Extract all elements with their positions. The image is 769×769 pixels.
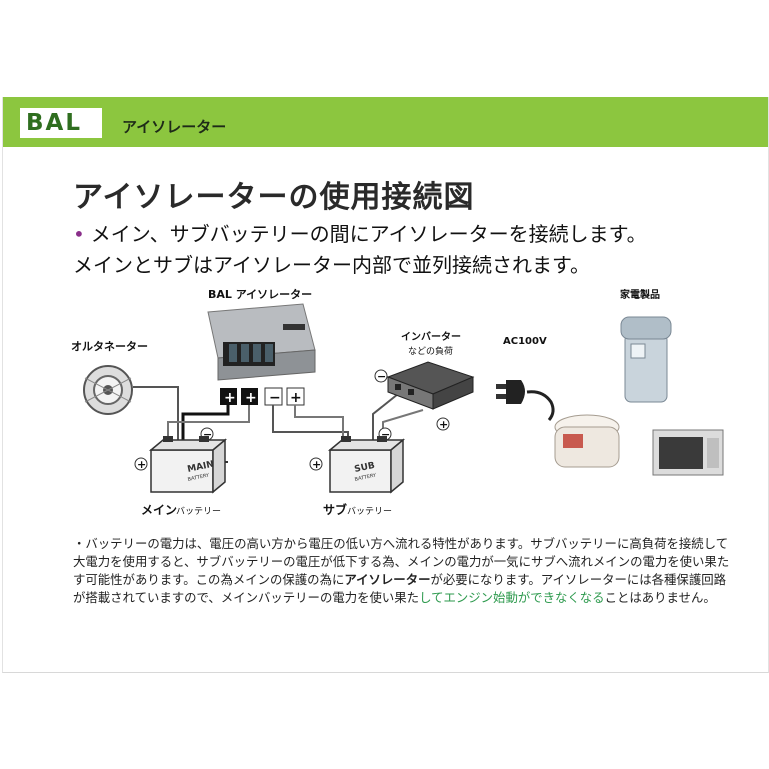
thermo-pot-image <box>620 316 672 403</box>
inverter-plus-marker: + <box>439 418 448 431</box>
main-plus-marker: + <box>137 458 146 471</box>
sub-battery-print-2: BATTERY <box>354 472 378 483</box>
alternator-label: オルタネーター <box>71 340 148 353</box>
appliances-label: 家電製品 <box>620 288 660 301</box>
bullet-text-1: メイン、サブバッテリーの間にアイソレーターを接続します。 <box>90 222 647 246</box>
inverter-minus-marker: − <box>377 370 386 383</box>
bullet-line-1: •メイン、サブバッテリーの間にアイソレーターを接続します。 <box>73 218 647 247</box>
header-title: アイソレーター <box>122 118 227 136</box>
sub-battery-suffix: バッテリー <box>347 506 392 517</box>
inverter-label-1: インバーター <box>401 331 461 343</box>
sub-battery: SUB BATTERY <box>327 436 406 494</box>
paragraph-part-1: ・バッテリーの電力は、電圧の高い方から電圧の低い方へ流れる特性があります。サブバ… <box>73 536 730 587</box>
bullet-line-2: メインとサブはアイソレーター内部で並列接続されます。 <box>73 253 590 277</box>
inverter-label-2: などの負荷 <box>408 345 453 357</box>
terminal-plus-2: + <box>245 390 257 406</box>
paragraph-bold: アイソレーター <box>344 572 431 587</box>
sub-minus-marker: − <box>381 428 390 441</box>
connection-diagram: BAL アイソレーター オルタネーター インバーター などの負荷 AC100V … <box>71 288 724 517</box>
ac-plug-icon <box>496 380 555 421</box>
terminal-minus: − <box>269 390 281 406</box>
isolator-device <box>207 303 316 381</box>
paragraph-green: してエンジン始動ができなくなる <box>419 590 605 605</box>
isolator-label: BAL アイソレーター <box>208 288 312 301</box>
paragraph-part-2: が必要になります。アイソレーターには各種保護回路が搭載されていますので、メインバ… <box>73 572 726 605</box>
main-battery-title: メイン <box>141 503 177 517</box>
inverter-device <box>386 361 475 410</box>
slide: BAL アイソレーター アイソレーターの使用接続図 •メイン、サブバッテリーの間… <box>2 97 769 673</box>
main-minus-marker: − <box>203 428 212 441</box>
microwave-image <box>652 429 724 476</box>
sub-battery-title: サブ <box>323 502 347 517</box>
explanation-paragraph: ・バッテリーの電力は、電圧の高い方から電圧の低い方へ流れる特性があります。サブバ… <box>73 535 733 607</box>
bullet-dot-icon: • <box>73 222 85 246</box>
page-title: アイソレーターの使用接続図 <box>73 180 475 215</box>
sub-plus-marker: + <box>312 458 321 471</box>
terminal-plus-3: + <box>290 390 302 406</box>
main-battery-suffix: バッテリー <box>176 506 221 517</box>
main-battery: MAIN BATTERY <box>148 436 228 494</box>
bal-logo: BAL <box>20 108 102 138</box>
rice-cooker-image <box>554 414 620 468</box>
paragraph-part-3: ことはありません。 <box>604 590 716 605</box>
logo-text: BAL <box>26 110 82 136</box>
main-battery-print-2: BATTERY <box>187 472 211 483</box>
alternator-image <box>83 365 133 415</box>
ac-label: AC100V <box>503 336 547 347</box>
terminal-plus-1: + <box>224 390 236 406</box>
sub-battery-print-1: SUB <box>354 461 376 475</box>
header-bar: BAL アイソレーター <box>3 97 768 147</box>
